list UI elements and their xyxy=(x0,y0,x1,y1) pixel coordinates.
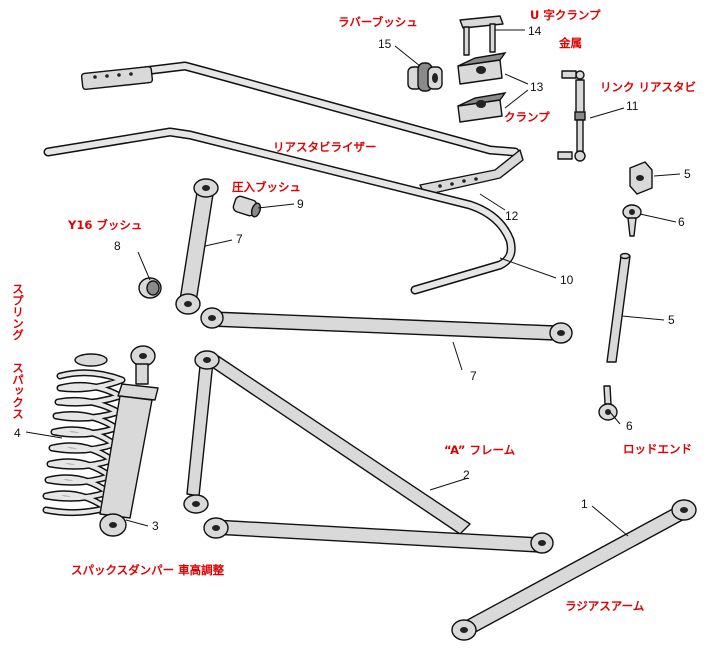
num-12: 12 xyxy=(505,209,519,223)
label-rear-stabilizer: リアスタビライザー xyxy=(273,140,377,154)
num-5-mid: 5 xyxy=(668,313,675,327)
num-6-bottom: 6 xyxy=(626,419,633,433)
clamp-part xyxy=(457,52,507,123)
num-15: 15 xyxy=(378,37,392,51)
damper-part xyxy=(99,345,159,537)
num-5-top: 5 xyxy=(684,167,691,181)
num-9: 9 xyxy=(297,197,304,211)
a-frame-part xyxy=(183,350,554,554)
part-labels: ラバーブッシュ U 字クランプ 金属 リンク リアスタビ クランプ リアスタビラ… xyxy=(11,8,696,613)
label-spring-line2: スパックス xyxy=(11,362,25,420)
num-8: 8 xyxy=(114,239,121,253)
label-radius-arm: ラジアスアーム xyxy=(565,599,645,613)
num-7-bottom: 7 xyxy=(470,369,477,383)
link-7-horizontal xyxy=(200,307,573,344)
label-spax-damper: スパックスダンパー 車高調整 xyxy=(71,563,225,577)
rod-end-bottom-part xyxy=(598,385,618,421)
mount-block-part xyxy=(629,161,653,195)
label-y16-bush: Y16 ブッシュ xyxy=(67,218,142,232)
label-clamp: クランプ xyxy=(504,110,550,124)
num-11: 11 xyxy=(626,99,639,113)
link-7-vertical xyxy=(175,178,219,315)
label-spring-line1: スプリング xyxy=(11,283,25,341)
label-rubber-bush: ラバーブッシュ xyxy=(338,15,418,29)
label-u-clamp: U 字クランプ xyxy=(530,8,601,22)
num-2: 2 xyxy=(463,468,470,482)
rubber-bush-part xyxy=(407,62,443,92)
num-1: 1 xyxy=(581,497,588,511)
rod-end-top-part xyxy=(622,204,642,237)
radius-arm-part xyxy=(451,499,697,641)
label-press-bush: 圧入ブッシュ xyxy=(232,180,301,194)
num-6-top: 6 xyxy=(678,215,685,229)
label-rod-end: ロッドエンド xyxy=(623,442,692,456)
y16-bush-part xyxy=(138,277,162,299)
label-link-rear-stabi: リンク リアスタビ xyxy=(600,80,696,94)
num-3: 3 xyxy=(152,519,159,533)
stabilizer-lower-bar xyxy=(43,127,516,295)
u-clamp-part xyxy=(459,15,504,56)
num-13: 13 xyxy=(530,80,544,94)
part-numbers: 15 14 13 11 5 6 9 8 7 12 10 5 7 4 6 2 1 … xyxy=(14,24,691,533)
label-a-frame: “A” フレーム xyxy=(444,443,516,457)
press-bush-part xyxy=(232,195,262,218)
rod-part xyxy=(606,252,631,363)
stabilizer-upper-bar xyxy=(80,61,524,196)
num-7-top: 7 xyxy=(236,232,243,246)
label-metal: 金属 xyxy=(558,36,582,50)
num-4: 4 xyxy=(14,426,21,440)
num-10: 10 xyxy=(560,273,574,287)
link-part xyxy=(557,70,586,162)
leader-lines xyxy=(25,29,681,537)
num-14: 14 xyxy=(528,24,542,38)
